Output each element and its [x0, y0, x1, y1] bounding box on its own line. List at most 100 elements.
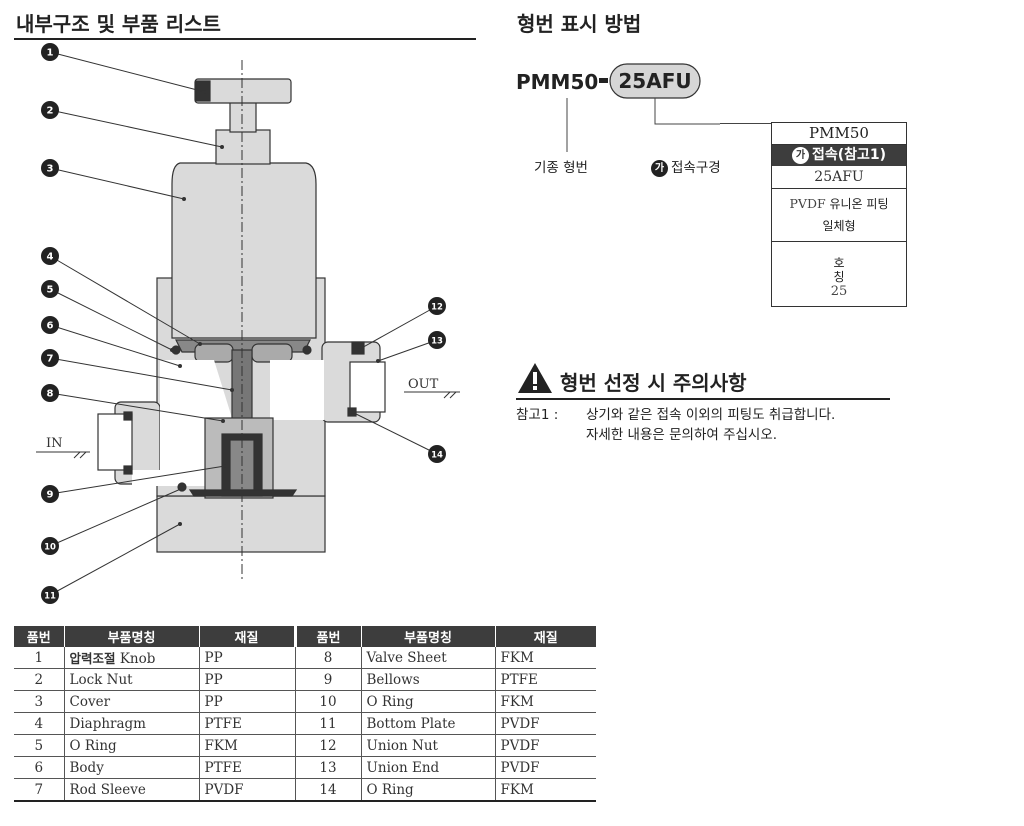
part-material: PTFE — [198, 756, 295, 779]
callout-number: 4 — [47, 252, 54, 263]
callout-number: 7 — [47, 354, 54, 365]
part-no: 14 — [294, 778, 361, 802]
knob — [194, 78, 292, 104]
part-no: 2 — [14, 668, 64, 691]
part-name: Diaphragm — [63, 712, 199, 735]
model-suffix: 25AFU — [618, 69, 691, 93]
part-no: 4 — [14, 712, 64, 735]
part-material: FKM — [494, 647, 596, 669]
callout-number: 6 — [47, 321, 54, 332]
callout-marker — [428, 331, 446, 349]
callout-number: 14 — [431, 451, 443, 461]
model-dash — [599, 78, 608, 83]
ga-badge-icon: 가 — [651, 159, 668, 177]
part-name: O Ring — [63, 734, 199, 757]
code-box-option: 25AFU — [772, 166, 906, 189]
callout-number: 1 — [47, 48, 54, 59]
part-name: Lock Nut — [63, 668, 199, 691]
cover — [171, 162, 317, 339]
callout-number: 5 — [47, 285, 54, 296]
part-name: Bellows — [360, 668, 495, 691]
part-material: FKM — [494, 778, 596, 802]
callout-marker — [41, 586, 59, 604]
part-material: FKM — [198, 734, 295, 757]
callout-marker — [41, 349, 59, 367]
section-title-internal-structure: 내부구조 및 부품 리스트 — [16, 12, 221, 36]
part-name: Body — [63, 756, 199, 779]
part-material: PP — [198, 647, 295, 669]
part-name: Union End — [360, 756, 495, 779]
part-name: O Ring — [360, 778, 495, 802]
part-no: 13 — [294, 756, 361, 779]
part-material: PP — [198, 668, 295, 691]
in-label: IN — [46, 436, 63, 451]
caution-note-line1: 상기와 같은 접속 이외의 피팅도 취급합니다. — [586, 407, 836, 423]
part-no: 8 — [294, 647, 361, 669]
part-material: PVDF — [198, 778, 295, 802]
part-material: PVDF — [494, 712, 596, 735]
callout-number: 9 — [47, 490, 54, 501]
callout-marker — [41, 280, 59, 298]
part-no: 5 — [14, 734, 64, 757]
part-no: 11 — [294, 712, 361, 735]
part-name: Union Nut — [360, 734, 495, 757]
part-material: PTFE — [494, 668, 596, 691]
part-no: 7 — [14, 778, 64, 802]
caution-title: 형번 선정 시 주의사항 — [560, 371, 747, 395]
callout-number: 12 — [431, 303, 443, 313]
lock-nut — [215, 129, 271, 165]
header-material: 재질 — [494, 626, 596, 647]
part-material: FKM — [494, 690, 596, 713]
caution-note-label: 참고1 : — [516, 407, 559, 423]
header-part-no: 품번 — [293, 626, 361, 647]
callout-marker — [41, 43, 59, 61]
header-part-name: 부품명칭 — [63, 626, 199, 647]
callout-number: 11 — [44, 592, 56, 602]
callout-marker — [41, 537, 59, 555]
bottom-plate — [156, 495, 326, 553]
part-no: 10 — [294, 690, 361, 713]
part-no: 9 — [294, 668, 361, 691]
part-material: PP — [198, 690, 295, 713]
callout-number: 10 — [44, 543, 56, 553]
model-code-connector — [720, 123, 772, 124]
warning-triangle-icon — [518, 363, 552, 393]
ga-badge-icon: 가 — [791, 146, 809, 164]
section-rule-left — [14, 38, 476, 40]
part-no: 3 — [14, 690, 64, 713]
caution-note-line2: 자세한 내용은 문의하여 주십시오. — [586, 427, 778, 443]
callout-number: 2 — [47, 106, 54, 117]
part-name: Rod Sleeve — [63, 778, 199, 802]
part-no: 12 — [294, 734, 361, 757]
section-title-model-code: 형번 표시 방법 — [517, 12, 642, 36]
out-label: OUT — [408, 377, 439, 392]
caution-rule — [516, 398, 890, 400]
callout-number: 13 — [431, 337, 443, 347]
part-no: 1 — [14, 647, 64, 669]
part-no: 6 — [14, 756, 64, 779]
part-material: PVDF — [494, 734, 596, 757]
part-name: 압력조절 Knob — [63, 647, 199, 669]
part-name: O Ring — [360, 690, 495, 713]
callout-marker — [41, 485, 59, 503]
code-box-header: PMM50 — [772, 123, 906, 145]
code-box-nominal-size: 호 칭 25 — [830, 256, 848, 299]
part-material: PTFE — [198, 712, 295, 735]
callout-number: 3 — [47, 164, 54, 175]
part-material: PVDF — [494, 756, 596, 779]
callout-number: 8 — [47, 389, 54, 400]
part-name: Bottom Plate — [360, 712, 495, 735]
callout-marker — [41, 384, 59, 402]
callout-marker — [428, 297, 446, 315]
part-name: Cover — [63, 690, 199, 713]
